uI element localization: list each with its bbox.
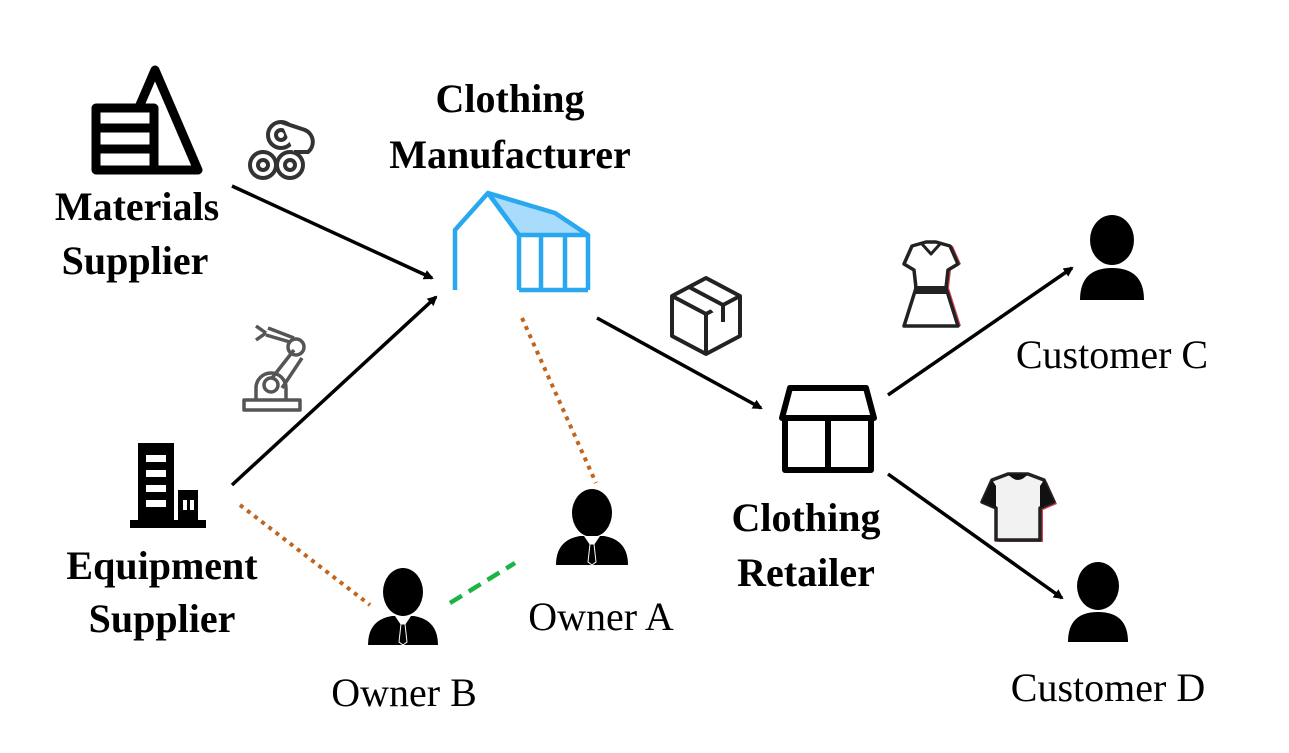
warehouse-pile-icon xyxy=(91,65,203,175)
arrow-retailer-to-customer-d xyxy=(886,472,1064,600)
arrow-manufacturer-to-retailer xyxy=(596,316,763,410)
tshirt-icon xyxy=(980,472,1057,542)
ownership-line-owner-b-equipment xyxy=(238,503,372,607)
materials-supplier-label-line1: Materials xyxy=(55,184,219,229)
store-icon xyxy=(779,385,877,473)
relation-line-owner-a-owner-b xyxy=(448,561,517,605)
materials-supplier-label-line2: Supplier xyxy=(62,238,209,283)
person-icon xyxy=(1068,562,1128,642)
arrow-equipment-to-manufacturer xyxy=(230,295,438,487)
retailer-label-line2: Retailer xyxy=(737,550,875,595)
owner-b-label: Owner B xyxy=(331,670,477,715)
equipment-supplier-label-line2: Supplier xyxy=(89,596,236,641)
manufacturer-label-line1: Clothing xyxy=(436,76,585,121)
equipment-supplier-label-line1: Equipment xyxy=(66,543,258,588)
customer-c-label: Customer C xyxy=(1016,332,1208,377)
dress-icon xyxy=(902,240,961,328)
factory-building-icon xyxy=(130,443,206,528)
businessman-icon xyxy=(556,489,628,566)
owner-a-label: Owner A xyxy=(528,594,674,639)
fabric-rolls-icon xyxy=(248,120,315,180)
factory-roof-icon xyxy=(452,190,591,293)
retailer-label-line1: Clothing xyxy=(732,495,881,540)
arrow-materials-to-manufacturer xyxy=(231,184,434,280)
person-icon xyxy=(1080,215,1144,300)
customer-d-label: Customer D xyxy=(1011,665,1205,710)
businessman-icon xyxy=(368,568,438,646)
arrow-retailer-to-customer-c xyxy=(887,266,1074,397)
package-box-icon xyxy=(670,276,742,356)
ownership-line-owner-a-manufacturer xyxy=(520,317,598,484)
robot-arm-icon xyxy=(242,324,306,412)
manufacturer-label-line2: Manufacturer xyxy=(389,132,630,177)
